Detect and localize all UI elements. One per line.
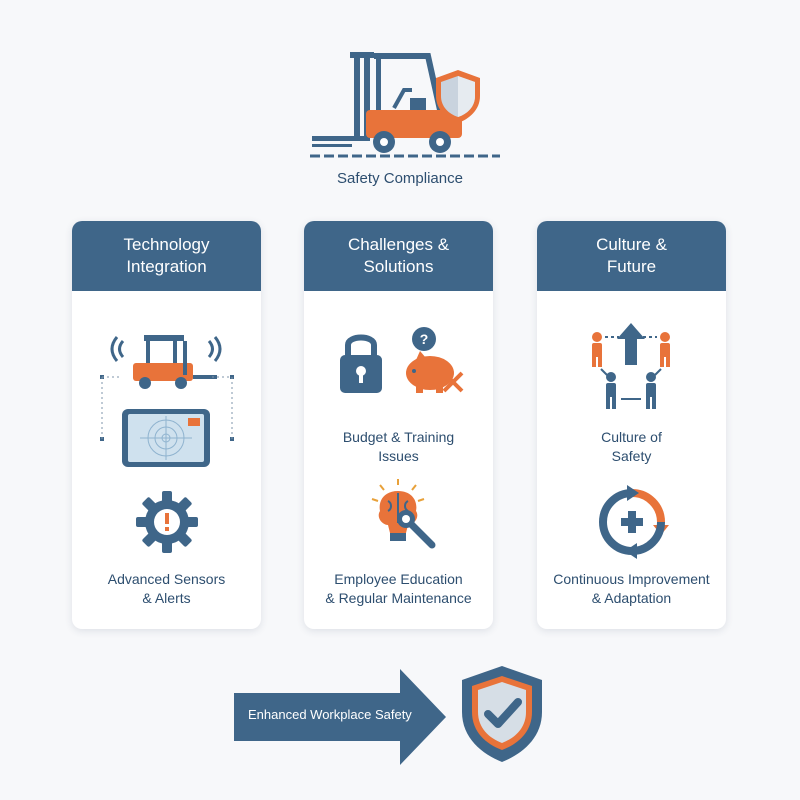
sensor-forklift-icon [110, 335, 222, 389]
brain-wrench-icon [371, 479, 436, 549]
caption-line: Advanced Sensors [107, 571, 226, 587]
shield-check-icon [462, 666, 542, 762]
cycle-plus-icon [599, 485, 669, 559]
forklift-icon [310, 52, 500, 158]
caption-line: Issues [378, 448, 419, 464]
card-title: Challenges & Solutions [304, 221, 493, 291]
caption-line: & Regular Maintenance [325, 590, 472, 606]
card-title-line: Culture & [596, 235, 667, 254]
tablet-icon [100, 375, 234, 467]
card-title-line: Integration [126, 257, 207, 276]
card-technology-integration: Technology Integration [72, 221, 261, 629]
arrow-right-icon [234, 669, 446, 765]
card-caption: Continuous Improvement & Adaptation [537, 570, 726, 608]
caption-line: Safety [611, 448, 652, 464]
gear-alert-icon [136, 491, 198, 553]
card-caption: Culture of Safety [537, 428, 726, 466]
card-title-line: Challenges & [347, 235, 450, 254]
caption-line: Employee Education [334, 571, 463, 587]
card-challenges-solutions: Challenges & Solutions ? Budget & Traini… [304, 221, 493, 629]
caption-line: Budget & Training [342, 429, 455, 445]
card-title-line: Solutions [363, 257, 434, 276]
card-culture-future: Culture & Future Culture of Safety [537, 221, 726, 629]
svg-text:?: ? [420, 331, 429, 347]
caption-line: Culture of [601, 429, 662, 445]
caption-line: Continuous Improvement [553, 571, 710, 587]
piggy-bank-icon: ? [406, 327, 464, 393]
hero-title: Safety Compliance [337, 170, 463, 187]
people-network-icon [592, 323, 670, 409]
card-caption: Advanced Sensors & Alerts [72, 570, 261, 608]
padlock-icon [340, 334, 382, 393]
card-title-line: Future [606, 257, 657, 276]
card-caption: Employee Education & Regular Maintenance [304, 570, 493, 608]
card-caption: Budget & Training Issues [304, 428, 493, 466]
caption-line: & Adaptation [591, 590, 672, 606]
caption-line: & Alerts [142, 590, 191, 606]
result-label: Enhanced Workplace Safety [248, 707, 412, 722]
card-title-line: Technology [123, 235, 210, 254]
card-title: Culture & Future [537, 221, 726, 291]
shield-icon [436, 70, 480, 123]
card-title: Technology Integration [72, 221, 261, 291]
